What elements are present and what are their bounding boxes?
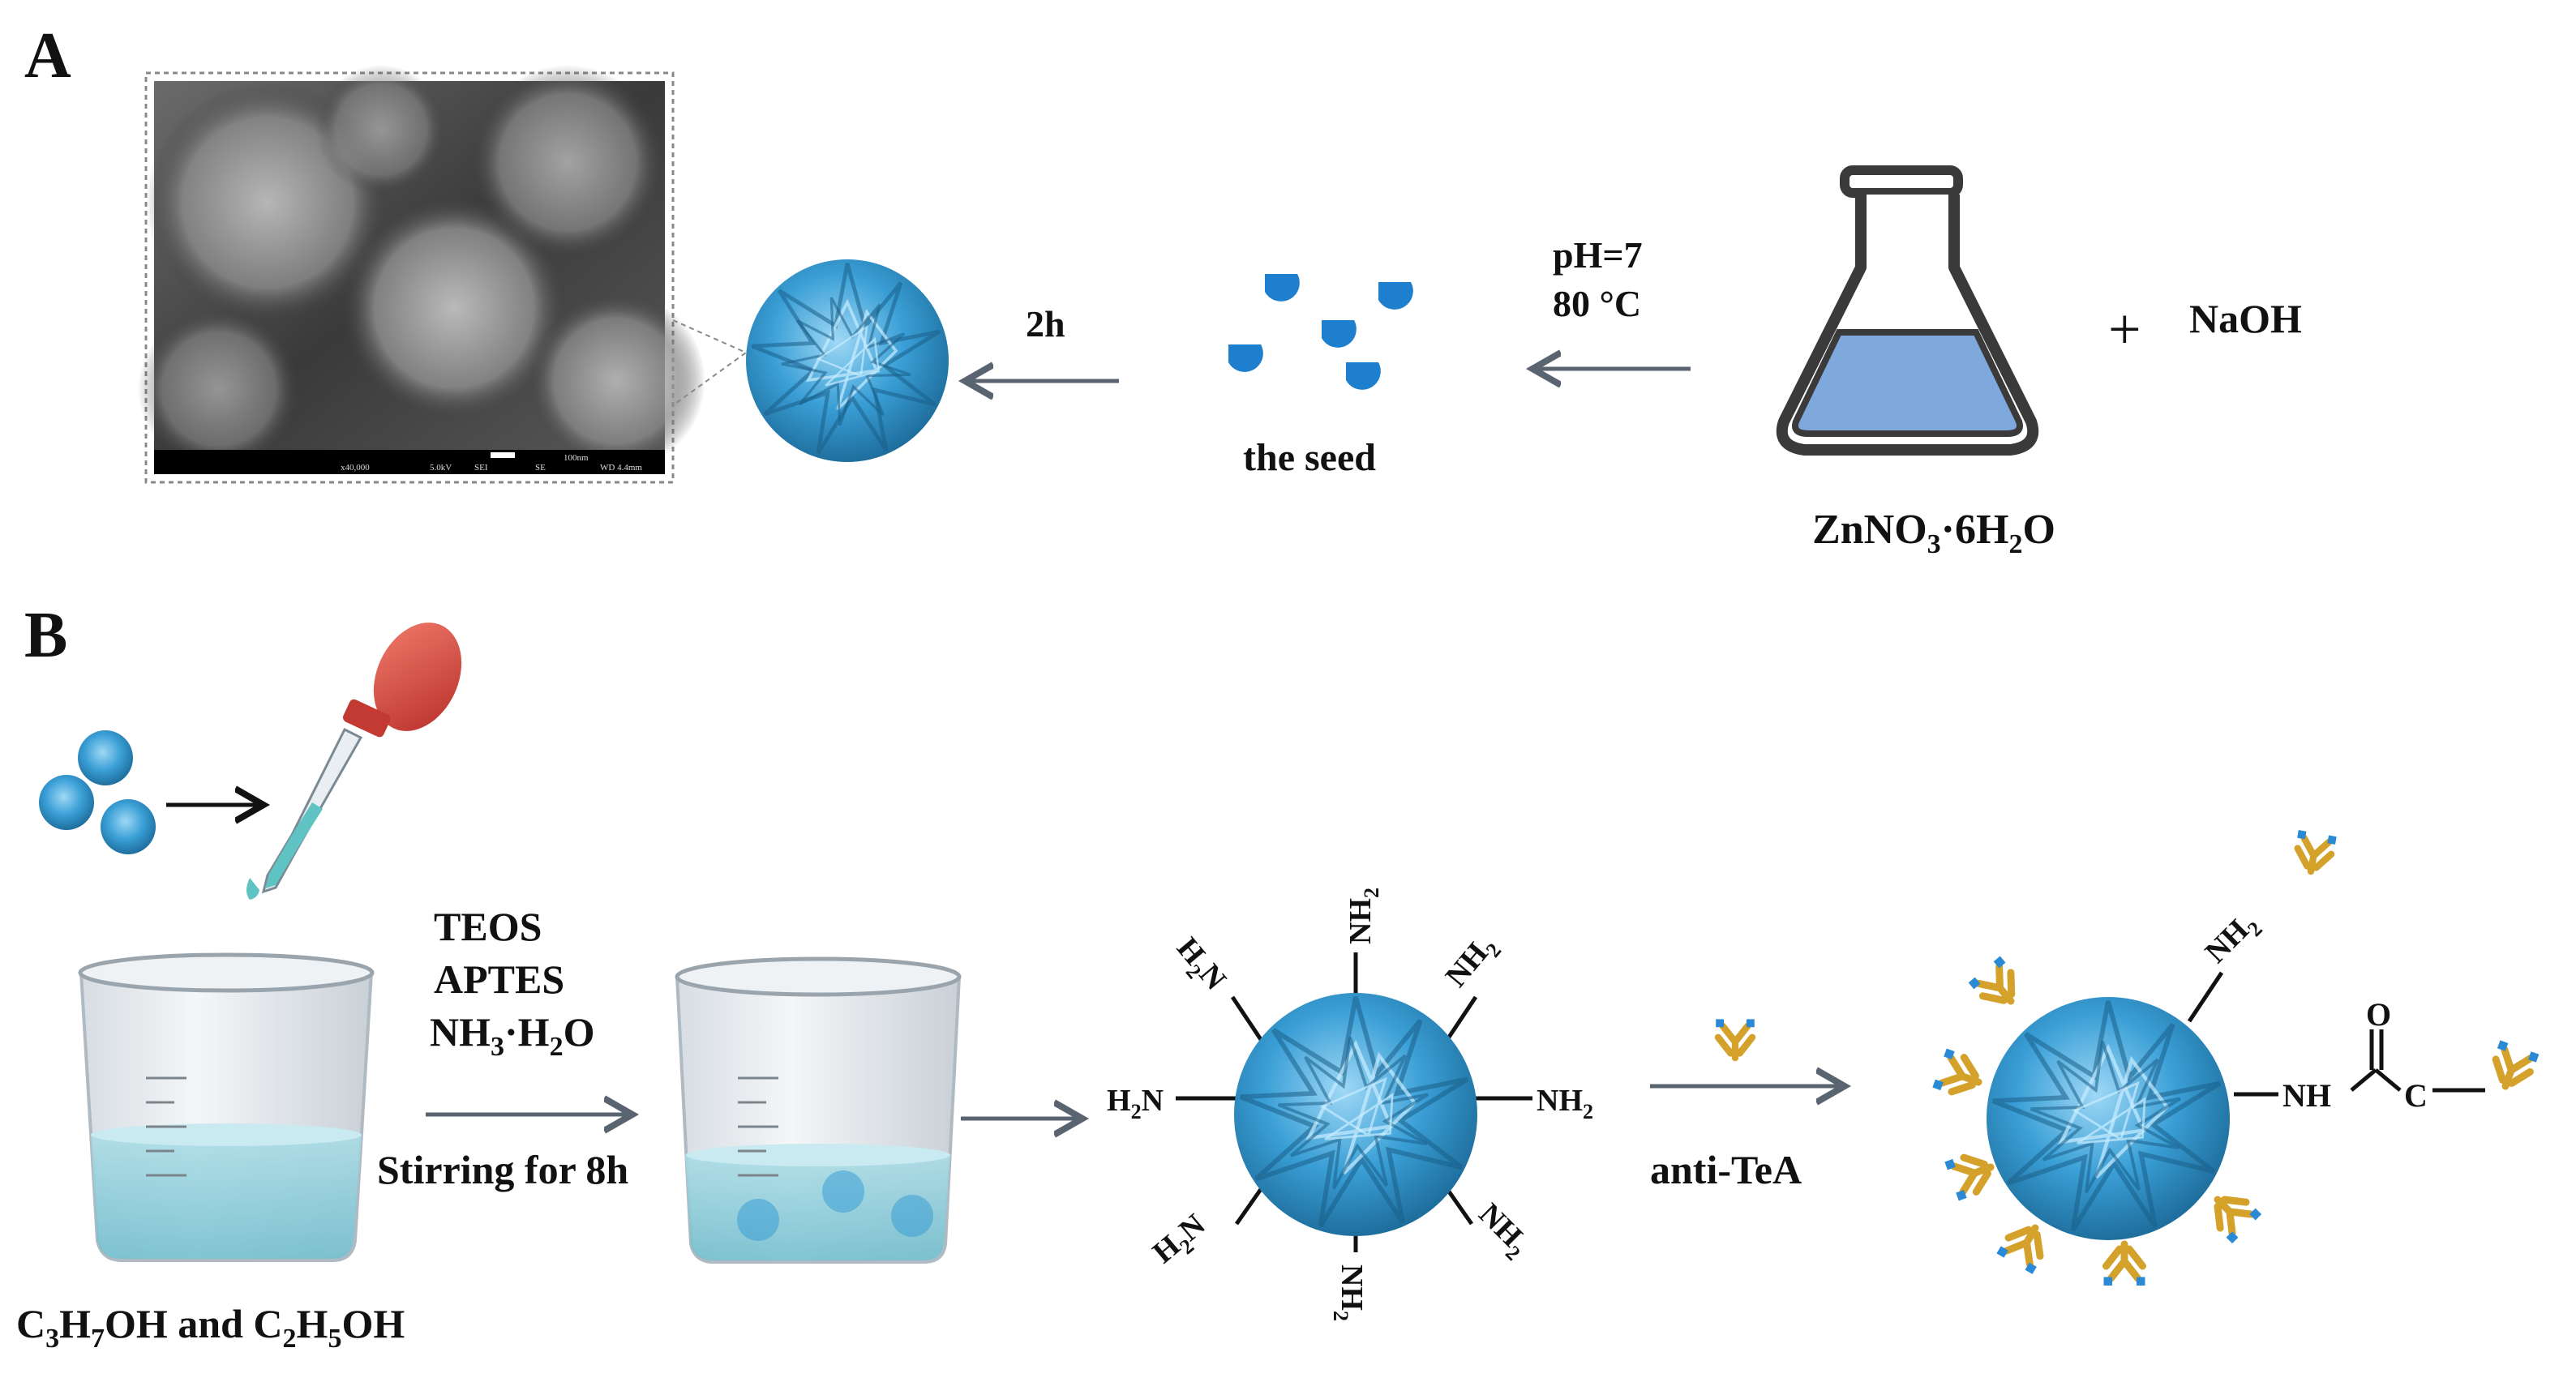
amine-top-right: NH2 [1439, 928, 1507, 997]
sem-image: x40,000 5.0kV SEI SE 100nm WD 4.4mm [138, 65, 705, 484]
step-time-label: 2h [1026, 303, 1065, 344]
sem-mag: x40,000 [341, 463, 370, 473]
conjugated-flower: NH2 NH C O [1932, 830, 2539, 1286]
sem-mode: SE [535, 463, 546, 473]
amine-right: NH2 [1537, 1084, 1593, 1123]
sem-voltage: 5.0kV [430, 463, 452, 473]
seed-label: the seed [1243, 436, 1376, 479]
solvents-label: C3H7OH and C2H5OH [16, 1301, 405, 1354]
antibody-icon [1716, 1019, 1755, 1058]
sem-scale: 100nm [564, 453, 589, 463]
reagent-naoh: NaOH [2189, 296, 2302, 341]
amine-bottom-left: H2N [1147, 1208, 1215, 1275]
sem-wd: WD 4.4mm [600, 463, 642, 473]
panel-a-label: A [24, 20, 71, 92]
amine-top-left: H2N [1166, 931, 1233, 1000]
beaker-1 [78, 952, 375, 1262]
amine-bottom-right: NH2 [1468, 1197, 1537, 1265]
amine-left: H2N [1107, 1084, 1164, 1123]
beaker-2 [675, 956, 962, 1264]
sem-detector: SEI [474, 463, 488, 473]
conj-o: O [2366, 996, 2391, 1033]
conj-nh: NH [2282, 1077, 2331, 1114]
flask-formula: ZnNO3·6H2O [1812, 507, 2055, 559]
antibody-step-label: anti-TeA [1650, 1147, 1802, 1192]
amine-flower: NH2 H2N NH2 H2N NH2 H2N NH2 NH2 [1107, 888, 1593, 1321]
reagent-teos: TEOS [434, 904, 542, 949]
panel-b-label: B [24, 600, 67, 671]
reagent-aptes: APTES [434, 956, 564, 1002]
reagent-nh3: NH3·H2O [430, 1009, 594, 1062]
plus-sign: + [2108, 297, 2141, 362]
conj-c: C [2404, 1077, 2428, 1114]
zno-flower-a [746, 259, 949, 462]
small-flowers [39, 730, 156, 854]
dropper [246, 623, 462, 900]
condition-ph: pH=7 [1553, 234, 1643, 276]
erlenmeyer-flask [1776, 165, 2039, 456]
amine-top: NH2 [1344, 888, 1383, 944]
condition-temp: 80 °C [1553, 283, 1641, 324]
conj-amine: NH2 [2199, 905, 2267, 973]
stir-label: Stirring for 8h [377, 1147, 628, 1192]
amine-bottom: NH2 [1329, 1264, 1369, 1321]
seed-drops [1228, 274, 1413, 390]
